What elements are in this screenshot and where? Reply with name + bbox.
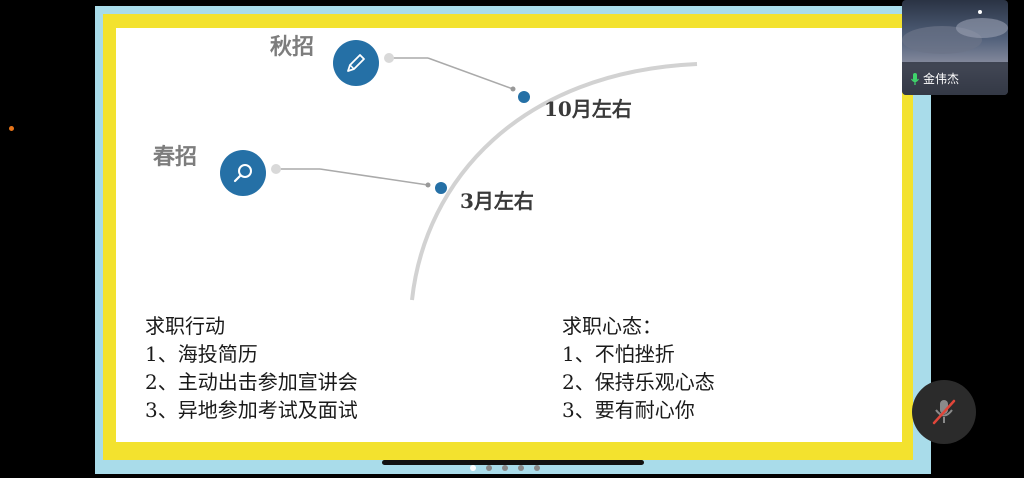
page-dot[interactable] (534, 465, 540, 471)
video-frame-graphic (902, 10, 1008, 95)
indicator-dot (9, 126, 14, 131)
mindset-item: 3、要有耐心你 (562, 398, 695, 422)
microphone-muted-icon (932, 399, 956, 425)
participant-name: 金伟杰 (923, 72, 960, 86)
page-dot[interactable] (470, 465, 476, 471)
slide-content (116, 28, 902, 442)
mindset-block: 求职心态： 1、不怕挫折 2、保持乐观心态 3、要有耐心你 (562, 312, 715, 424)
pencil-icon (333, 40, 379, 86)
mute-microphone-button[interactable] (912, 380, 976, 444)
progress-scrubber[interactable] (382, 460, 644, 465)
page-indicator (470, 465, 540, 471)
microphone-icon (911, 72, 919, 85)
participant-name-tag: 金伟杰 (910, 70, 959, 87)
autumn-recruit-label: 秋招 (270, 35, 315, 60)
actions-item: 1、海投简历 (145, 342, 258, 366)
autumn-marker (518, 91, 530, 103)
participant-video-thumbnail[interactable]: 金伟杰 (902, 0, 1008, 95)
actions-item: 2、主动出击参加宣讲会 (145, 370, 358, 394)
autumn-time-label: 10月左右 (544, 97, 632, 121)
mindset-item: 1、不怕挫折 (562, 342, 675, 366)
spring-time-label: 3月左右 (460, 189, 534, 213)
page-dot[interactable] (486, 465, 492, 471)
spring-recruit-label: 春招 (153, 145, 198, 170)
mindset-item: 2、保持乐观心态 (562, 370, 715, 394)
actions-block: 求职行动 1、海投简历 2、主动出击参加宣讲会 3、异地参加考试及面试 (145, 312, 358, 424)
actions-item: 3、异地参加考试及面试 (145, 398, 358, 422)
timeline-arc (410, 62, 698, 301)
page-dot[interactable] (518, 465, 524, 471)
page-dot[interactable] (502, 465, 508, 471)
magnifier-icon (220, 150, 266, 196)
spring-marker (435, 182, 447, 194)
actions-title: 求职行动 (145, 314, 225, 338)
mindset-title: 求职心态： (562, 314, 662, 338)
